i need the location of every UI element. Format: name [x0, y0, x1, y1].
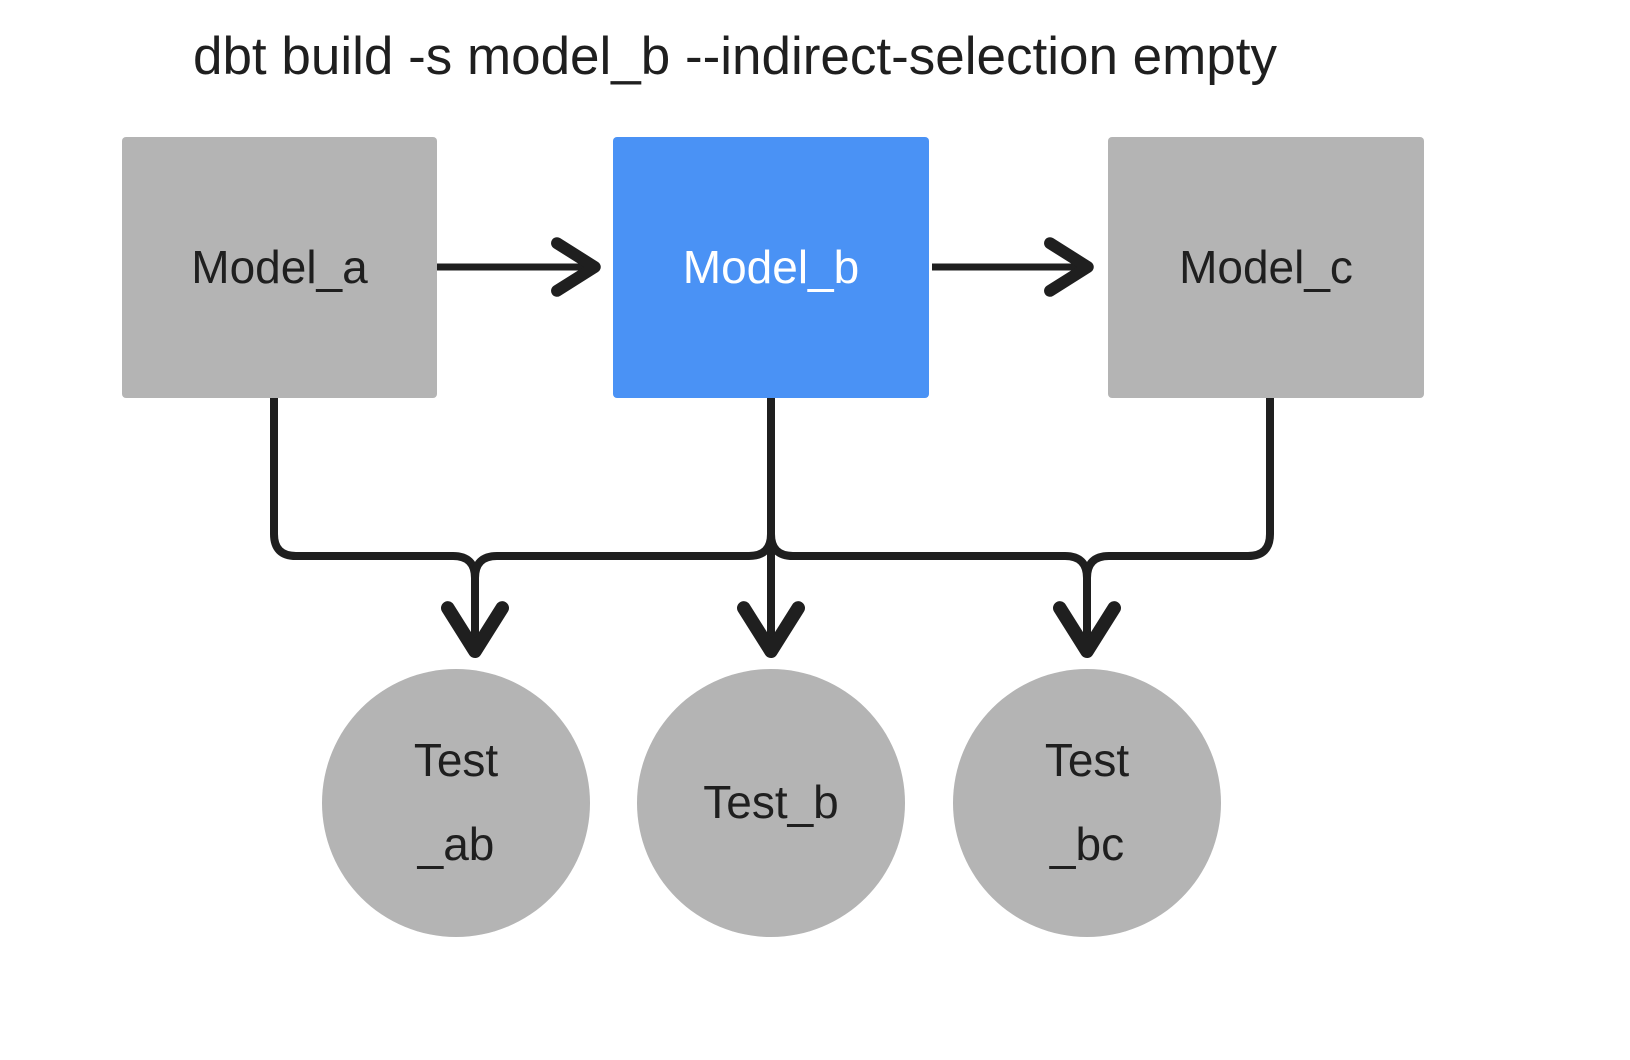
edge-model-b-to-test-bc — [767, 398, 1121, 659]
edge-model-a-to-test-ab — [270, 398, 509, 659]
node-model-b[interactable] — [613, 137, 929, 398]
node-model-c[interactable] — [1108, 137, 1424, 398]
edge-model-c-to-test-bc — [1083, 398, 1274, 579]
node-model-a[interactable] — [122, 137, 437, 398]
node-test-b[interactable] — [637, 669, 905, 937]
node-test-ab[interactable] — [322, 669, 590, 937]
edge-model-b-to-test-ab — [471, 398, 775, 579]
diagram-title: dbt build -s model_b --indirect-selectio… — [192, 27, 1278, 86]
node-test-bc[interactable] — [953, 669, 1221, 937]
